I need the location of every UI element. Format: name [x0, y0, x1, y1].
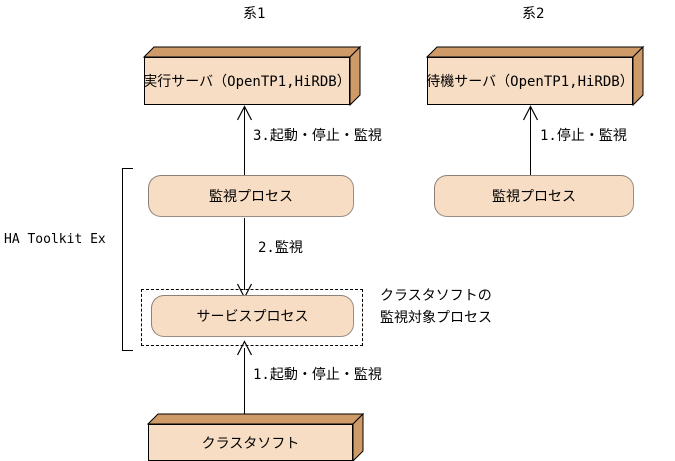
cluster-software-label: クラスタソフト	[148, 424, 353, 461]
side-note-line-1: クラスタソフトの	[380, 288, 492, 304]
cluster-monitored-group	[141, 289, 363, 346]
ha-toolkit-label: HA Toolkit Ex	[4, 232, 106, 247]
edge-1-arrowhead-icon	[236, 340, 253, 356]
standby-server-label: 待機サーバ（OpenTP1,HiRDB）	[426, 57, 634, 105]
standby-server-3d-faces	[425, 45, 645, 107]
ha-toolkit-bracket	[122, 168, 133, 351]
edge-3-arrowhead-icon	[236, 105, 253, 121]
node-service-process: サービスプロセス	[151, 295, 354, 337]
service-process-label: サービスプロセス	[196, 309, 309, 325]
edge-sys2-1-label: 1.停止・監視	[540, 128, 627, 144]
active-server-label: 実行サーバ（OpenTP1,HiRDB）	[143, 57, 351, 105]
node-standby-server: 待機サーバ（OpenTP1,HiRDB）	[425, 45, 645, 107]
cluster-software-3d-faces	[146, 412, 365, 461]
monitor-process-sys1-label: 監視プロセス	[209, 189, 293, 205]
edge-2-label: 2.監視	[258, 240, 303, 256]
node-cluster-software: クラスタソフト	[146, 412, 365, 461]
node-monitor-process-sys1: 監視プロセス	[148, 175, 354, 217]
active-server-3d-faces	[142, 45, 362, 107]
edge-sys2-1-arrowhead-icon	[522, 105, 539, 121]
column-title-sys2: 系2	[522, 6, 545, 22]
node-monitor-process-sys2: 監視プロセス	[434, 175, 634, 217]
edge-3-label: 3.起動・停止・監視	[253, 128, 382, 144]
side-note-line-2: 監視対象プロセス	[380, 310, 492, 326]
node-active-server: 実行サーバ（OpenTP1,HiRDB）	[142, 45, 362, 107]
monitor-process-sys2-label: 監視プロセス	[492, 189, 576, 205]
edge-1-label: 1.起動・停止・監視	[253, 367, 382, 383]
column-title-sys1: 系1	[243, 6, 266, 22]
